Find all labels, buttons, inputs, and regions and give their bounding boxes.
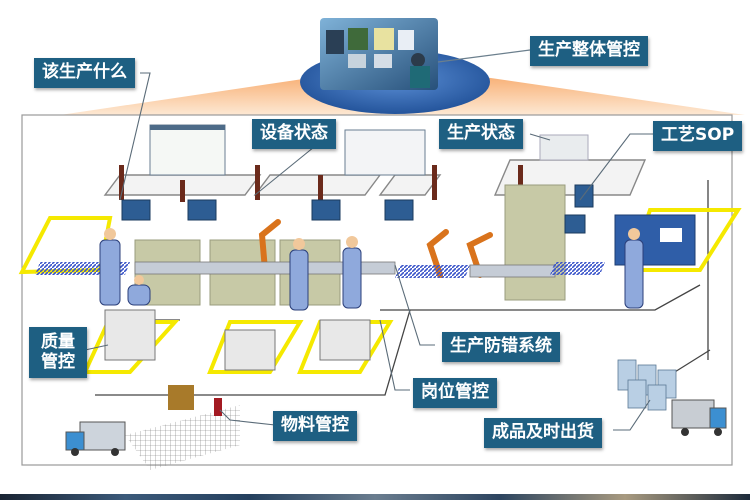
callout-quality-control: 质量管控: [29, 327, 87, 379]
workers: [99, 239, 644, 311]
control-room-image: [320, 18, 438, 90]
material-rack: [125, 405, 240, 470]
material-worker: [214, 398, 222, 416]
leader-overall: [437, 49, 531, 63]
worker-heads: [104, 228, 640, 285]
signal-towers: [119, 165, 523, 202]
truck-inbound: [65, 421, 126, 456]
callout-what-to-produce: 该生产什么: [34, 58, 135, 88]
truck-outbound: [671, 399, 727, 436]
dashboard-screens: [149, 124, 589, 176]
conveyor-belt: [35, 261, 605, 278]
warehouse-buildings: [617, 359, 677, 411]
callout-material-control: 物料管控: [273, 411, 357, 441]
callout-overall-control: 生产整体管控: [530, 36, 648, 66]
workstation-monitors: [121, 184, 594, 234]
callout-finished-goods-shipping: 成品及时出货: [484, 418, 602, 448]
bottom-strip: [0, 494, 750, 500]
callout-station-control: 岗位管控: [413, 378, 497, 408]
callout-production-status: 生产状态: [439, 119, 523, 149]
callout-error-proofing: 生产防错系统: [442, 332, 560, 362]
material-carts: [104, 309, 371, 371]
callout-equipment-status: 设备状态: [252, 119, 336, 149]
material-box: [168, 385, 194, 410]
callout-process-sop: 工艺SOP: [653, 121, 743, 151]
